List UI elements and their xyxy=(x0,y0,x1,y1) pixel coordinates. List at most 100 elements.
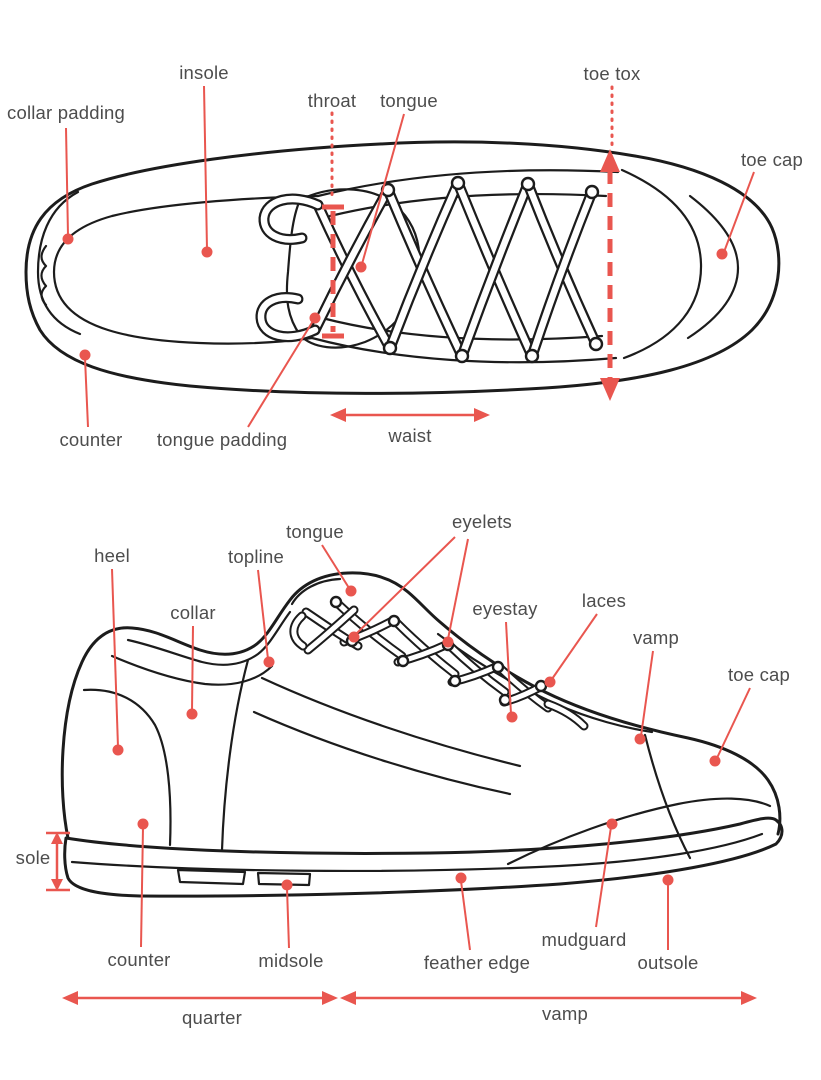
sole-arrow-up xyxy=(51,832,63,844)
side-collar-inner-line xyxy=(126,610,292,666)
side-mudguard-line xyxy=(506,797,772,866)
dot-tongue-padding xyxy=(309,312,321,324)
leader-eyelets-1 xyxy=(355,536,456,635)
dot-midsole xyxy=(281,879,293,891)
dot-counter-side xyxy=(137,818,149,830)
vamp-arrow-left xyxy=(340,991,356,1005)
dot-feather-edge xyxy=(455,872,467,884)
label-heel: heel xyxy=(94,545,130,566)
dot-heel xyxy=(112,744,124,756)
label-vamp-side: vamp xyxy=(633,627,679,648)
label-throat: throat xyxy=(308,90,357,111)
dot-eyestay xyxy=(506,711,518,723)
dot-tongue-top xyxy=(355,261,367,273)
label-toe-cap-side: toe cap xyxy=(728,664,790,685)
toe-tox-arrow-up xyxy=(600,149,620,172)
dot-insole xyxy=(201,246,213,258)
leader-laces xyxy=(551,613,598,680)
label-collar-padding: collar padding xyxy=(7,102,125,123)
dot-eyelets-2 xyxy=(442,636,454,648)
label-topline: topline xyxy=(228,546,284,567)
leader-toe-cap-side xyxy=(716,687,751,759)
dot-counter-top xyxy=(79,349,91,361)
side-quarter-seam xyxy=(220,658,250,852)
dot-vamp-side xyxy=(634,733,646,745)
dot-collar xyxy=(186,708,198,720)
side-collar-padding-edge xyxy=(110,654,274,686)
dot-topline xyxy=(263,656,275,668)
waist-arrow-right xyxy=(474,408,490,422)
dot-outsole xyxy=(662,874,674,886)
label-toe-cap-top: toe cap xyxy=(741,149,803,170)
label-tongue-side: tongue xyxy=(286,521,344,542)
side-heel-counter-seam xyxy=(82,688,172,847)
label-waist: waist xyxy=(387,425,431,446)
label-collar: collar xyxy=(170,602,215,623)
label-feather-edge: feather edge xyxy=(424,952,530,973)
dot-toe-cap-side xyxy=(709,755,721,767)
side-midsole-line xyxy=(70,832,764,873)
top-heel-counter-squiggle xyxy=(40,244,48,307)
leader-eyelets-2 xyxy=(447,538,469,640)
side-tread-detail-1 xyxy=(176,868,247,886)
leader-heel xyxy=(111,568,119,748)
label-sole: sole xyxy=(16,847,51,868)
label-outsole: outsole xyxy=(637,952,698,973)
leader-mudguard xyxy=(595,826,612,928)
label-counter-side: counter xyxy=(107,949,170,970)
top-laces xyxy=(255,177,602,362)
annotations xyxy=(46,85,757,1005)
quarter-arrow-left xyxy=(62,991,78,1005)
waist-arrow-left xyxy=(330,408,346,422)
label-mudguard: mudguard xyxy=(542,929,627,950)
vamp-arrow-right xyxy=(741,991,757,1005)
top-eyestay-bottom-edge xyxy=(310,336,618,364)
label-midsole: midsole xyxy=(258,950,323,971)
label-quarter: quarter xyxy=(182,1007,242,1028)
top-toe-tip-seam xyxy=(686,194,740,340)
leader-tongue-padding xyxy=(247,320,314,428)
top-toe-cap-seam xyxy=(620,168,703,360)
top-collar-opening xyxy=(52,194,320,345)
leader-toe-cap-top xyxy=(723,171,755,253)
quarter-arrow-right xyxy=(322,991,338,1005)
top-view-shoe-illustration xyxy=(24,140,781,395)
sole-arrow-down xyxy=(51,879,63,891)
side-tongue-inner-line xyxy=(290,577,342,606)
dot-laces xyxy=(544,676,556,688)
leader-feather-edge xyxy=(460,880,471,951)
dot-toe-cap-top xyxy=(716,248,728,260)
toe-tox-arrow-down xyxy=(600,378,620,401)
label-eyelets: eyelets xyxy=(452,511,512,532)
labels: insole collar padding throat tongue toe … xyxy=(7,62,803,1028)
label-counter-top: counter xyxy=(59,429,122,450)
side-toe-cap-seam xyxy=(643,733,692,860)
leader-counter-side xyxy=(140,826,144,948)
side-quarter-stripe-2 xyxy=(252,710,512,796)
leader-tongue-top xyxy=(361,113,405,265)
side-tread-detail-2 xyxy=(256,871,312,887)
leader-collar-padding xyxy=(65,127,69,237)
leader-topline xyxy=(257,569,269,660)
label-laces: laces xyxy=(582,590,626,611)
leader-tongue-side xyxy=(321,544,350,589)
label-vamp-bottom: vamp xyxy=(542,1003,588,1024)
side-sole-outline xyxy=(63,816,784,898)
dot-mudguard xyxy=(606,818,618,830)
leader-collar xyxy=(191,625,194,712)
label-tongue-padding: tongue padding xyxy=(157,429,287,450)
dot-eyelets-1 xyxy=(348,631,360,643)
dot-collar-padding xyxy=(62,233,74,245)
label-eyestay: eyestay xyxy=(472,598,538,619)
leader-eyestay xyxy=(505,621,512,715)
dot-tongue-side xyxy=(345,585,357,597)
label-tongue-top: tongue xyxy=(380,90,438,111)
top-collar-padding-line xyxy=(36,190,82,336)
leader-midsole xyxy=(286,887,290,949)
side-quarter-stripe-1 xyxy=(260,676,522,768)
leader-vamp-side xyxy=(640,650,654,737)
leader-insole xyxy=(203,85,208,250)
top-eyelets xyxy=(380,175,604,364)
